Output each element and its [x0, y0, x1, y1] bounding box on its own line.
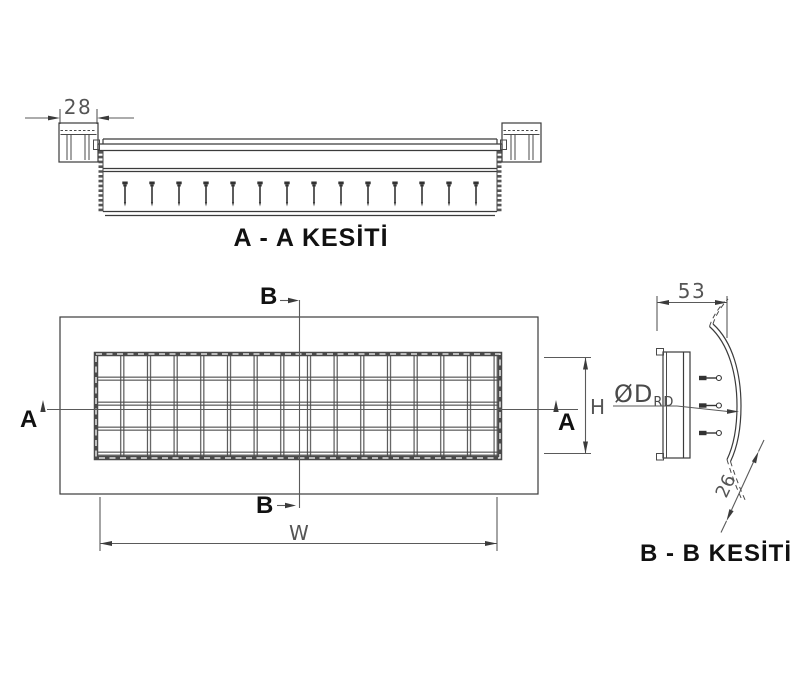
aa-screw: [445, 180, 453, 208]
aa-screw: [310, 180, 318, 208]
aa-screw: [148, 180, 156, 208]
dim-diameter: ØDRD: [613, 380, 739, 414]
bb-collar: [656, 348, 691, 461]
plan-view: A A B B H W: [20, 283, 607, 551]
bb-screw: [698, 374, 723, 382]
dim-w: W: [99, 497, 498, 551]
aa-right-bracket: [501, 122, 542, 163]
grille-frame-hatch: [95, 353, 501, 459]
aa-screw: [256, 180, 264, 208]
aa-screw: [472, 180, 480, 208]
marker-a-right: A: [558, 409, 575, 436]
marker-b-bottom: B: [256, 492, 273, 519]
dim-53-label: 53: [678, 279, 706, 303]
dim-53: 53: [656, 279, 728, 338]
aa-screw: [364, 180, 372, 208]
diameter-subscript: RD: [653, 395, 674, 410]
grille-horizontal-bars: [98, 356, 498, 456]
section-aa-view: 28: [25, 95, 542, 252]
aa-screw: [229, 180, 237, 208]
aa-tray-body: [98, 150, 502, 217]
dim-26: 26: [712, 439, 765, 533]
dim-h: H: [544, 356, 607, 455]
bb-curved-blade: [709, 298, 747, 503]
aa-screw: [283, 180, 291, 208]
aa-top-rails: [93, 138, 507, 152]
marker-a-left: A: [20, 406, 37, 433]
bb-screw: [698, 402, 723, 409]
aa-screws: [121, 180, 480, 208]
section-aa-title: A - A KESİTİ: [233, 224, 388, 252]
diameter-prefix: ØD: [614, 380, 653, 408]
marker-b-top: B: [260, 283, 277, 310]
aa-screw: [202, 180, 210, 208]
aa-screw: [121, 180, 129, 208]
section-bb-title: B - B KESİTİ: [640, 540, 792, 567]
bb-screws: [698, 374, 723, 437]
aa-screw: [175, 180, 183, 208]
aa-screw: [391, 180, 399, 208]
section-line-b: B B: [256, 283, 301, 519]
dim-h-label: H: [590, 395, 607, 419]
dim-28-label: 28: [64, 95, 92, 119]
aa-left-bracket: [58, 122, 99, 163]
bb-screw: [698, 429, 723, 437]
aa-screw: [418, 180, 426, 208]
aa-screw: [337, 180, 345, 208]
dim-26-label: 26: [712, 472, 741, 502]
section-bb-view: 53 ØDRD: [613, 279, 792, 567]
dim-28: 28: [25, 95, 134, 124]
section-line-a: A A: [20, 400, 578, 436]
dim-w-label: W: [289, 521, 310, 545]
